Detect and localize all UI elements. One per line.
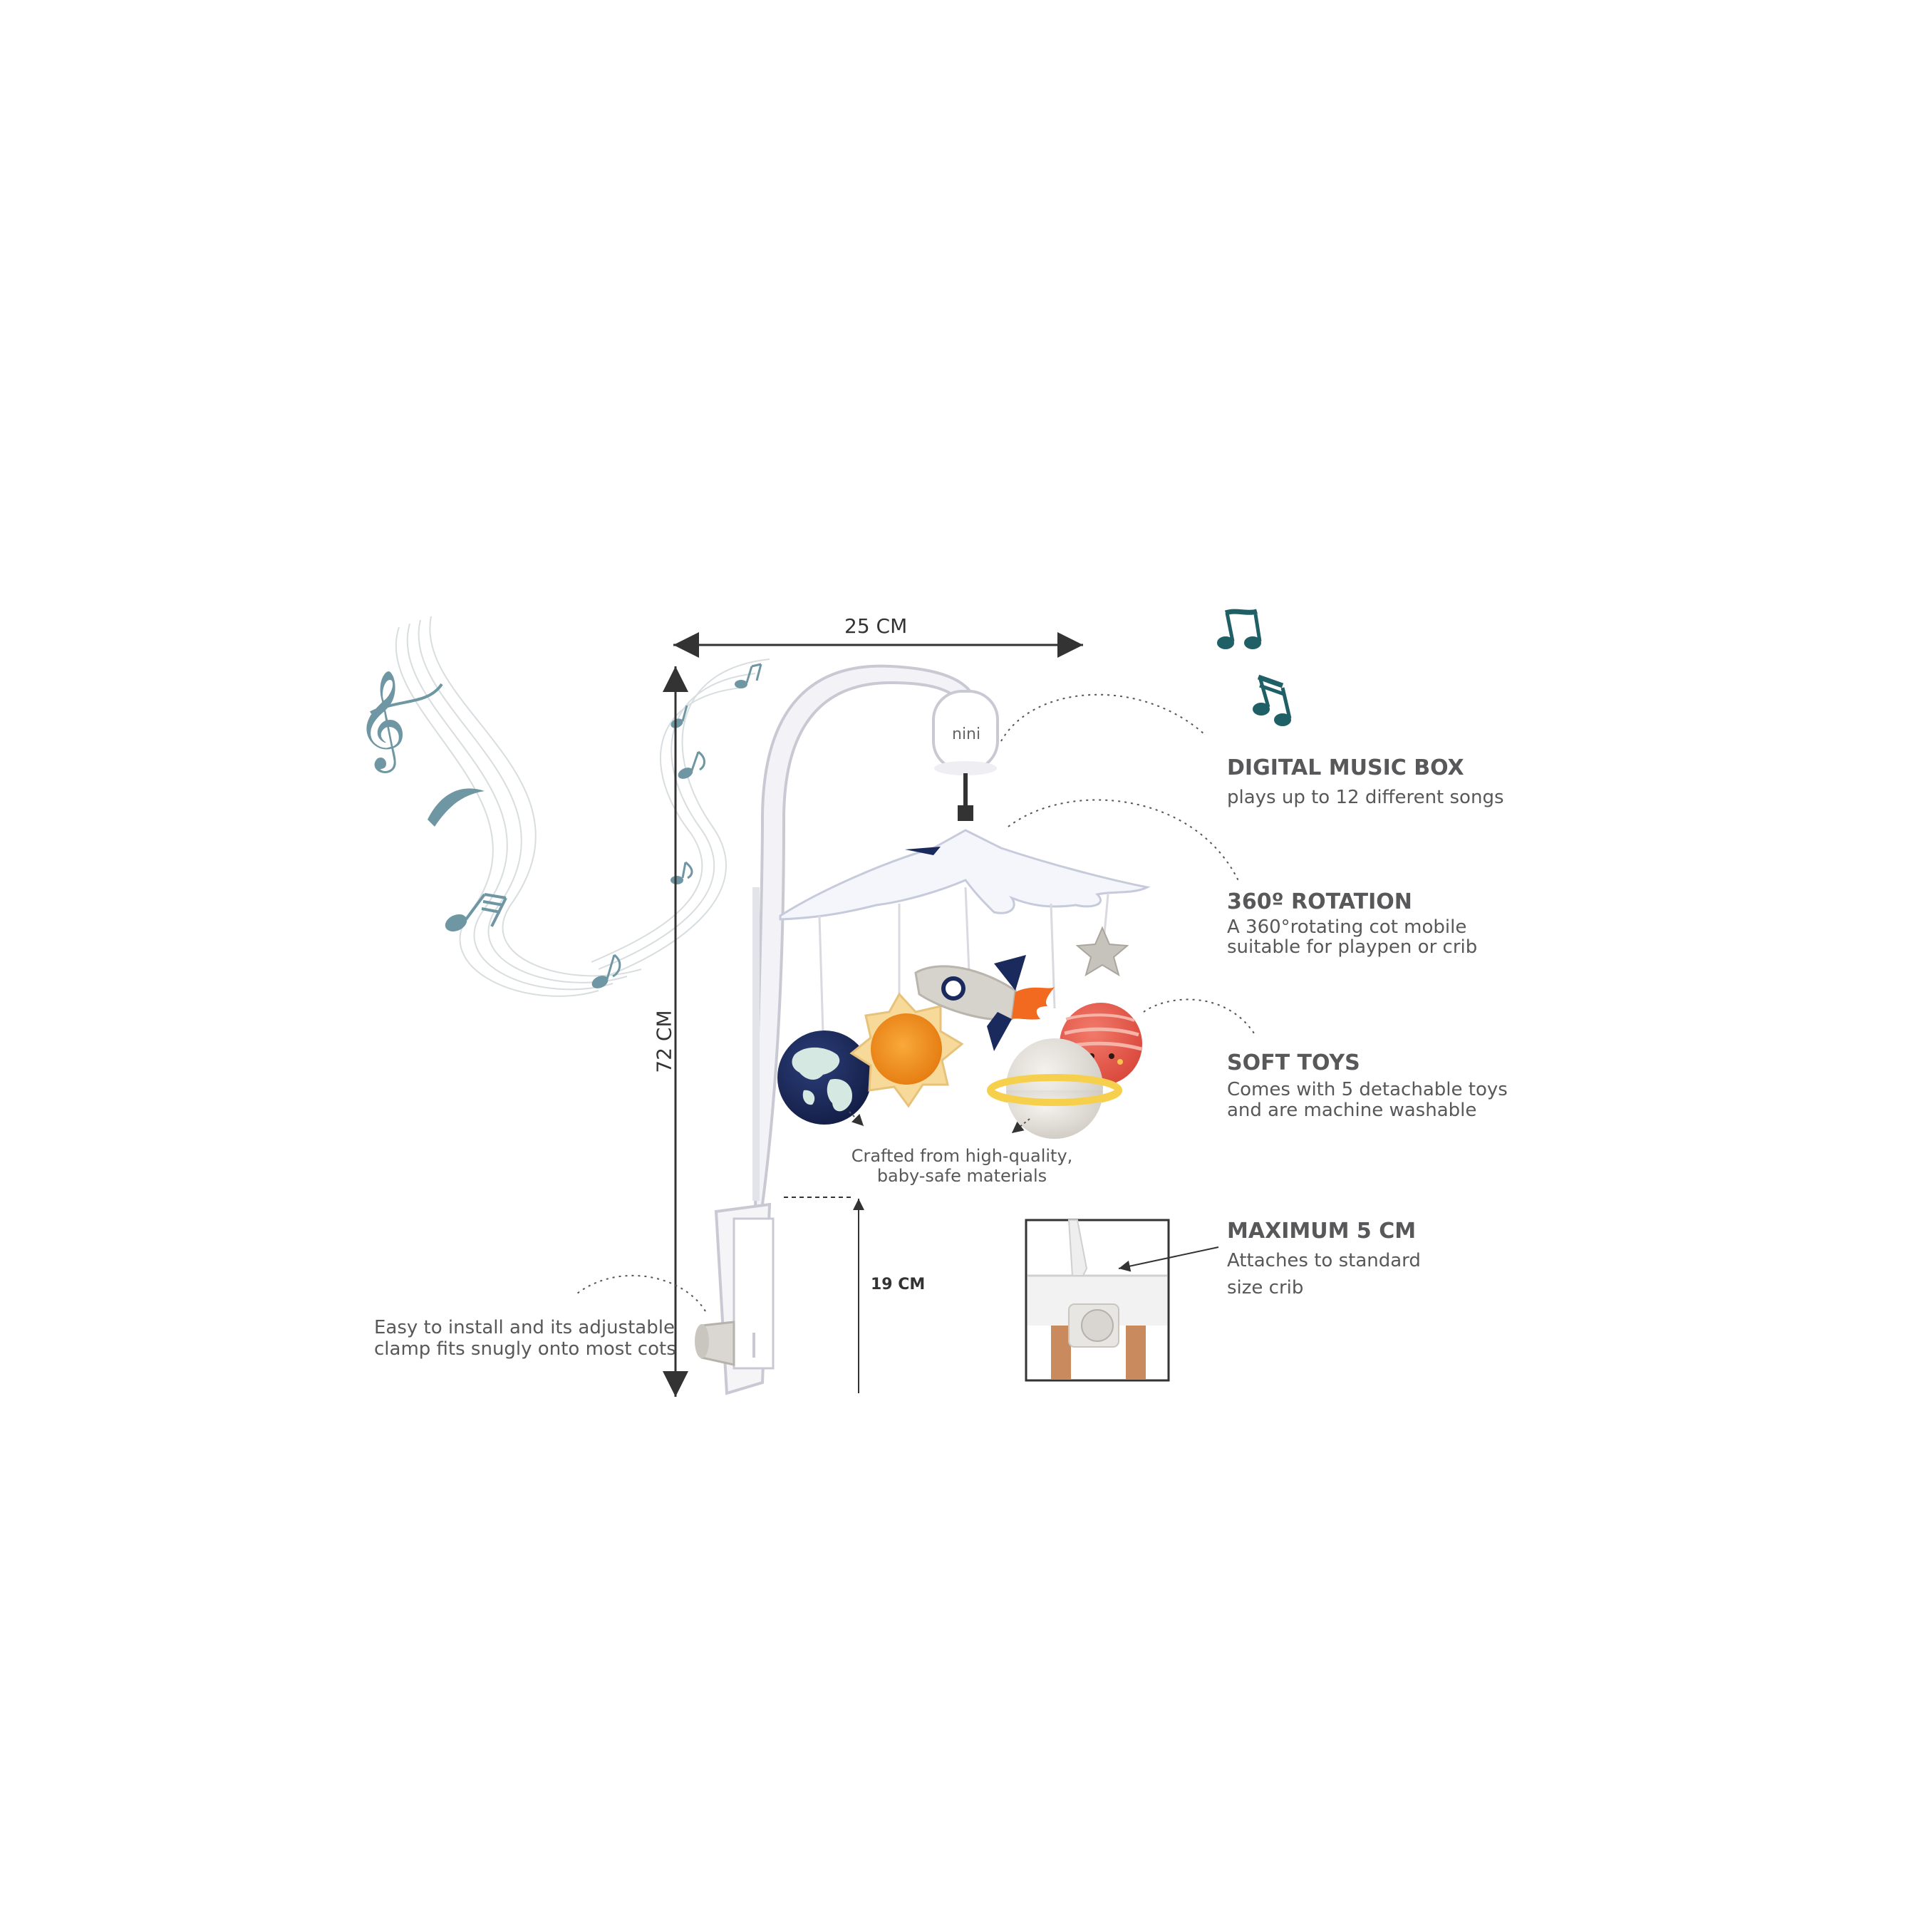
music-note-icons: 𝄞 — [356, 663, 762, 988]
soft-toys-title: SOFT TOYS — [1227, 1050, 1360, 1075]
slur-icon — [428, 788, 485, 827]
soft-toys-desc-line1: Comes with 5 detachable toys — [1227, 1079, 1508, 1100]
eighth-note-icon — [671, 861, 693, 884]
install-caption-line1: Easy to install and its adjustable — [374, 1317, 675, 1338]
eighth-note-icon — [678, 750, 705, 779]
canopy — [779, 829, 1151, 921]
soft-toys-desc-line2: and are machine washable — [1227, 1100, 1477, 1121]
sun-toy — [849, 992, 964, 1108]
materials-caption-line2: baby-safe materials — [876, 1166, 1047, 1186]
install-caption-line2: clamp fits snugly onto most cots — [374, 1338, 676, 1360]
rotation-desc-line2: suitable for playpen or crib — [1227, 936, 1478, 958]
beamed-notes-icon — [735, 663, 762, 688]
clamp-height-label: 19 CM — [871, 1276, 926, 1293]
leader-lines — [576, 693, 1255, 1312]
clamp-size-title: MAXIMUM 5 CM — [1227, 1219, 1417, 1244]
double-music-note-icon — [1217, 609, 1262, 649]
clamp-size-desc-line1: Attaches to standard — [1227, 1250, 1421, 1271]
height-label: 72 CM — [652, 1010, 676, 1073]
earth-toy — [777, 1030, 871, 1125]
svg-text:𝄞: 𝄞 — [356, 670, 407, 773]
clamp-size-desc-line2: size crib — [1227, 1277, 1304, 1298]
clamp-height-dimension-line — [784, 1197, 864, 1393]
rotation-desc-line1: A 360°rotating cot mobile — [1227, 916, 1467, 938]
beamed-notes-icon — [445, 893, 507, 932]
materials-caption-line1: Crafted from high-quality, — [851, 1146, 1073, 1166]
star-toy — [1075, 926, 1129, 977]
rotation-title: 360º ROTATION — [1227, 889, 1412, 914]
music-box-title: DIGITAL MUSIC BOX — [1227, 755, 1464, 780]
rocket-toy — [914, 955, 1055, 1051]
music-box-desc: plays up to 12 different songs — [1227, 787, 1504, 808]
double-music-note-icon — [1253, 674, 1292, 726]
music-staff-waves — [395, 616, 770, 997]
brand-logo: nini — [952, 725, 981, 743]
crib-inset-photo — [1025, 1219, 1219, 1382]
eighth-note-icon — [591, 954, 621, 988]
clamp-knob — [695, 1321, 735, 1366]
treble-clef-icon: 𝄞 — [356, 670, 443, 773]
material-pointer-arrows — [849, 1111, 1030, 1134]
music-box — [932, 690, 999, 821]
saturn-toy — [987, 1038, 1122, 1139]
width-label: 25 CM — [844, 614, 908, 638]
hanging-strings — [818, 887, 1109, 1034]
